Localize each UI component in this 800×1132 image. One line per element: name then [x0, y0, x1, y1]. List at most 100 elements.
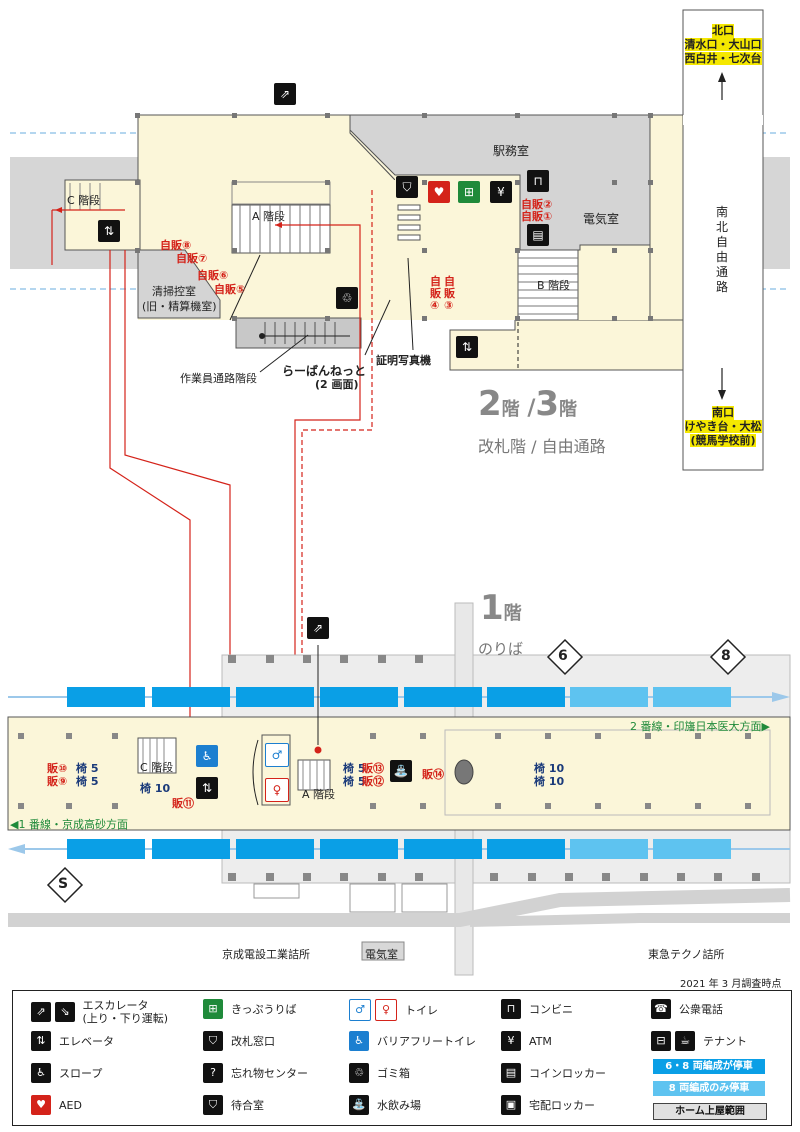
toilet-men-icon: ♂ [265, 743, 289, 767]
stairs-b-label: B 階段 [537, 279, 571, 292]
stairs-a [231, 204, 331, 254]
building-denki: 電気室 [365, 948, 398, 961]
vending-6: 自販⑥ [197, 269, 229, 282]
toilet-women-icon: ♀ [265, 778, 289, 802]
legend-escalator: ⇗⇘ エスカレータ(上り・下り運転) [31, 999, 168, 1025]
toilet-women-icon-legend: ♀ [375, 999, 397, 1021]
lost-found-icon: ? [203, 1063, 223, 1083]
building-keisei: 京成電設工業詰所 [222, 948, 310, 961]
legend-roof: ホーム上屋範囲 [653, 1103, 767, 1120]
vending-8: 自販⑧ [160, 239, 192, 252]
coin-locker-icon: ▤ [527, 224, 549, 246]
slope-icon: ♿ [31, 1063, 51, 1083]
passage-label: 南北自由通路 [716, 205, 729, 294]
direction-track1: ◀1 番線・京成高砂方面 [10, 818, 128, 831]
platform-s-marker [46, 866, 84, 904]
bench-5: 椅 5 [343, 775, 366, 788]
floor-lower-title: 1階 [480, 588, 522, 628]
vending-1: 自販① [521, 210, 553, 223]
south-exit-title: 南口 [712, 406, 734, 420]
waiting-room-icon: ⛉ [396, 176, 418, 198]
building-tokyu: 東急テクノ詰所 [648, 948, 725, 961]
legend-wasuremono: ?忘れ物センター [203, 1063, 308, 1087]
legend-coin: ▤コインロッカー [501, 1063, 606, 1087]
vending-5: 自販⑤ [214, 283, 246, 296]
trash-icon: ♲ [336, 287, 358, 309]
photo-booth-label: 証明写真機 [376, 354, 431, 367]
north-exit-line1: 清水口・大山口 [684, 38, 762, 51]
lower-vending-9: 販⑨ [47, 775, 68, 788]
legend-mizu: ⛲水飲み場 [349, 1095, 421, 1119]
legend-machiai: ⛉待合室 [203, 1095, 264, 1119]
platform-8-marker [709, 638, 747, 676]
bench-2: 椅 5 [76, 775, 99, 788]
trash-icon-legend: ♲ [349, 1063, 369, 1083]
south-exit-line1: けやき台・大松 [684, 420, 762, 433]
stairs-b [517, 249, 579, 321]
tenant-cup-icon: ☕ [675, 1031, 695, 1051]
lower-vending-12: 販⑫ [362, 775, 384, 788]
legend-conveni: ⊓コンビニ [501, 999, 573, 1023]
raban-sub: (2 画面) [315, 378, 359, 391]
direction-track2: 2 番線・印旛日本医大方面▶ [630, 720, 770, 733]
aed-icon-legend: ♥ [31, 1095, 51, 1115]
raban-label: らーばんねっと [282, 364, 367, 378]
stairs-a-label: A 階段 [252, 210, 286, 223]
lower-stair-c: C 階段 [140, 761, 174, 774]
floor-upper-name: 改札階 / 自由通路 [478, 437, 606, 456]
water-fountain-icon-legend: ⛲ [349, 1095, 369, 1115]
lower-stair-a: A 階段 [302, 788, 336, 801]
escalator-icon-2: ⇗ [307, 617, 329, 639]
room-seisou: 清掃控室 [152, 285, 196, 298]
elevator-icon-2: ⇅ [456, 336, 478, 358]
convenience-store-icon-legend: ⊓ [501, 999, 521, 1019]
payphone-icon: ☎ [651, 999, 671, 1019]
platform-8: 8 [721, 648, 731, 664]
cleaning-room [137, 249, 221, 319]
map-drawing [7, 9, 791, 976]
vending-2: 自販② [521, 198, 553, 211]
worker-stairs-label: 作業員通路階段 [180, 372, 257, 385]
legend-toilet: ♂♀トイレ [349, 999, 438, 1023]
legend-kippu: ⊞きっぷうりば [203, 999, 297, 1023]
north-exit-line2: 西白井・七次台 [684, 52, 762, 65]
survey-note: 2021 年 3 月調査時点 [680, 979, 782, 990]
escalator-down-icon: ⇘ [55, 1002, 75, 1022]
track2-cars [67, 687, 565, 707]
escalator-up-icon: ⇗ [31, 1002, 51, 1022]
coin-locker-icon-legend: ▤ [501, 1063, 521, 1083]
bench-3: 椅 10 [140, 782, 171, 795]
room-ekimu: 駅務室 [493, 144, 530, 158]
worker-stairs [235, 317, 362, 349]
legend-gomi: ♲ゴミ箱 [349, 1063, 410, 1087]
floor-upper-title: 2階 /3階 [478, 384, 578, 424]
barrier-free-toilet-icon: ♿ [196, 745, 218, 767]
elevator-icon: ⇅ [98, 220, 120, 242]
legend-atm: ¥ATM [501, 1031, 552, 1055]
elevator-icon-3: ⇅ [196, 777, 218, 799]
ticket-window-icon: ⛉ [203, 1031, 223, 1051]
lower-vending-10: 販⑩ [47, 762, 68, 775]
ticket-machine-icon: ⊞ [458, 181, 480, 203]
legend-car8: 8 両編成のみ停車 [653, 1081, 765, 1096]
atm-icon-legend: ¥ [501, 1031, 521, 1051]
legend-elevator: ⇅エレベータ [31, 1031, 114, 1055]
tenant-icon: ⊟ [651, 1031, 671, 1051]
bench-7: 椅 10 [534, 762, 565, 775]
track1-cars [67, 839, 565, 859]
lower-vending-11: 販⑪ [172, 797, 194, 810]
platform-6: 6 [558, 648, 568, 664]
legend-barrierfree: ♿バリアフリートイレ [349, 1031, 476, 1055]
lower-vending-14: 販⑭ [422, 768, 444, 781]
vending-7: 自販⑦ [176, 252, 208, 265]
bench-1: 椅 5 [76, 762, 99, 775]
legend-kaisatsu: ⛉改札窓口 [203, 1031, 275, 1055]
north-exit-title: 北口 [712, 24, 734, 38]
water-fountain-icon: ⛲ [390, 760, 412, 782]
bench-4: 椅 5 [343, 762, 366, 775]
north-exit: 北口 清水口・大山口 西白井・七次台 [678, 24, 768, 66]
stairs-c-label: C 階段 [67, 194, 101, 207]
legend: ⇗⇘ エスカレータ(上り・下り運転) ⇅エレベータ ♿スロープ ♥AED ⊞きっ… [12, 990, 792, 1126]
